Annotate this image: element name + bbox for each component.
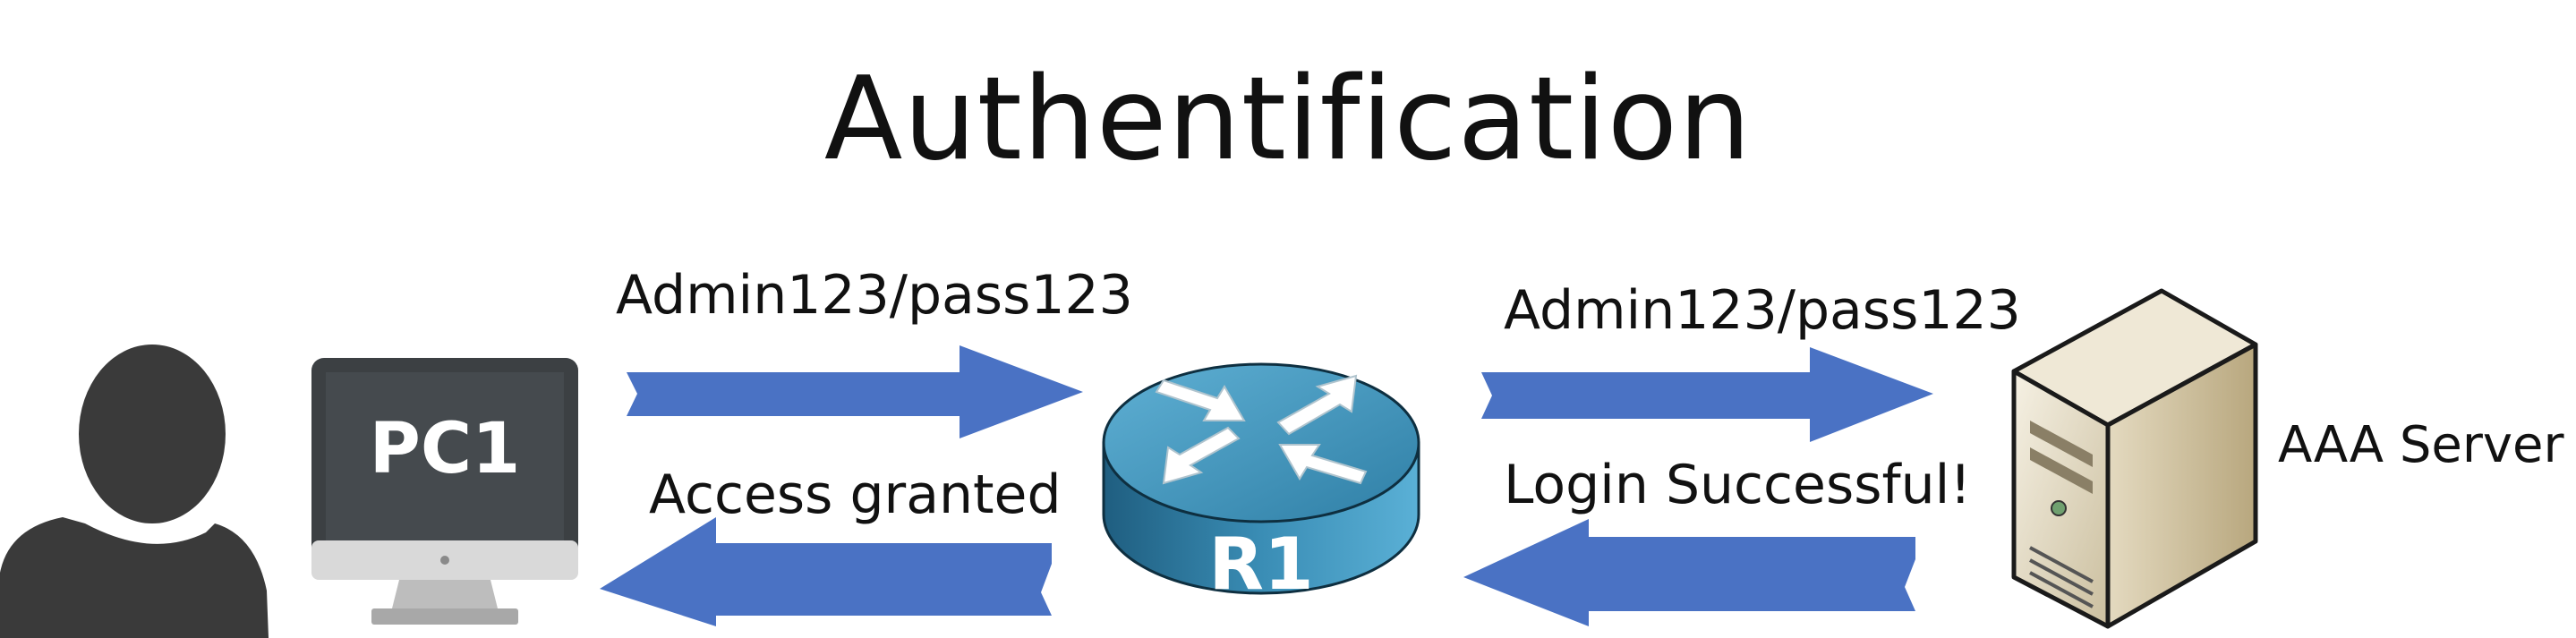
- pc-icon: PC1: [311, 358, 578, 625]
- arrow-pc-to-router: [627, 345, 1083, 438]
- router-icon: R1: [1102, 362, 1420, 606]
- arrow-router-to-server: [1481, 347, 1933, 442]
- pc-label: PC1: [370, 409, 521, 489]
- router-label: R1: [1208, 523, 1313, 606]
- pc-to-router-message: Admin123/pass123: [616, 264, 1133, 327]
- server-icon: [2011, 288, 2258, 629]
- router-to-server-message: Admin123/pass123: [1504, 279, 2021, 342]
- diagram-title: Authentification: [823, 53, 1753, 186]
- arrow-server-to-router: [1463, 519, 1915, 626]
- arrow-router-to-pc: [600, 517, 1052, 626]
- user-icon: [0, 345, 269, 638]
- server-label: AAA Server: [2278, 416, 2564, 474]
- router-to-pc-message: Access granted: [649, 464, 1062, 526]
- server-to-router-message: Login Successful!: [1504, 454, 1972, 516]
